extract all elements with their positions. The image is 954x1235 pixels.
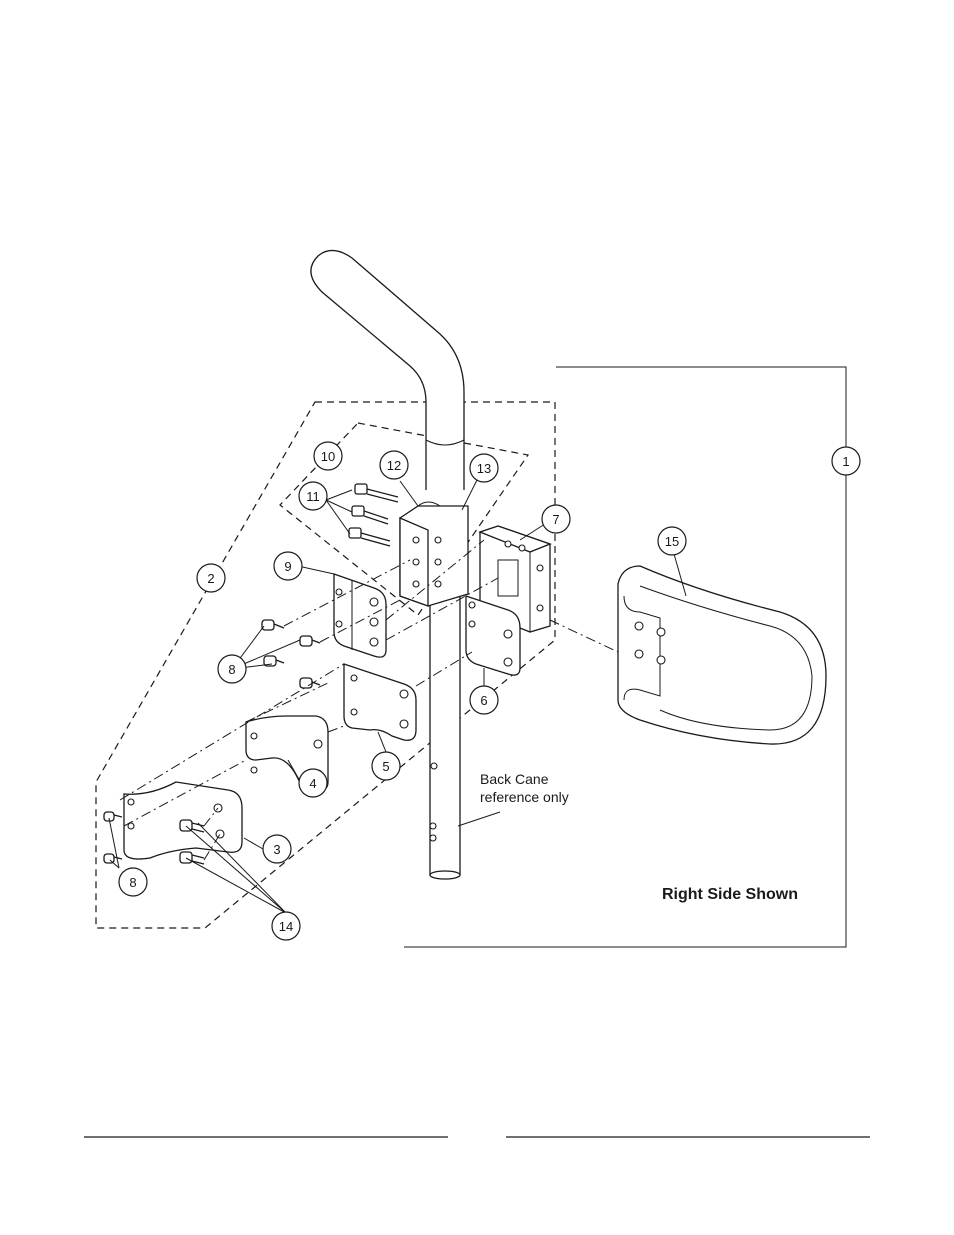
plate-hole	[503, 657, 513, 667]
pad-hole	[656, 627, 666, 637]
plate-hole	[369, 597, 379, 607]
assembly-boundary-10	[279, 422, 530, 616]
callout-7-label: 7	[552, 512, 559, 527]
plate-hole	[215, 829, 225, 839]
callout-8-lower-label: 8	[129, 875, 136, 890]
callout-4: 4	[298, 768, 328, 798]
plate-hole	[250, 732, 258, 740]
cane-hole	[430, 762, 438, 770]
callout-1-label: 1	[842, 454, 849, 469]
plate-hole	[503, 629, 513, 639]
bracket-hole	[536, 564, 544, 572]
callout-7: 7	[541, 504, 571, 534]
callout-1: 1	[831, 446, 861, 476]
plate-hole	[350, 708, 358, 716]
clamp-hole	[412, 580, 420, 588]
arm-pad-15	[617, 565, 827, 745]
bracket-7	[478, 525, 552, 633]
back-cane-tube	[310, 249, 465, 880]
callout-11: 11	[298, 481, 328, 511]
callout-12: 12	[379, 450, 409, 480]
callout-9: 9	[273, 551, 303, 581]
pad-hole	[634, 621, 644, 631]
callout-2-label: 2	[207, 571, 214, 586]
side-label: Right Side Shown	[662, 886, 798, 903]
plate-hole	[335, 588, 343, 596]
callout-15-label: 15	[665, 534, 679, 549]
cane-hole	[429, 834, 437, 842]
callout-5: 5	[371, 751, 401, 781]
callout-8-upper: 8	[217, 654, 247, 684]
plate-5	[343, 663, 417, 741]
callout-6: 6	[469, 685, 499, 715]
bracket-hole	[536, 604, 544, 612]
callout-10: 10	[313, 441, 343, 471]
plate-hole	[250, 766, 258, 774]
callout-14: 14	[271, 911, 301, 941]
callout-4-label: 4	[309, 776, 316, 791]
callout-13: 13	[469, 453, 499, 483]
clamp-hole	[412, 558, 420, 566]
callout-12-label: 12	[387, 458, 401, 473]
assembly-boundary-2	[95, 401, 556, 929]
pad-hole	[656, 655, 666, 665]
screws-8-upper	[261, 619, 321, 689]
plate-hole	[313, 739, 323, 749]
callout-8-lower: 8	[118, 867, 148, 897]
callout-8-upper-label: 8	[228, 662, 235, 677]
alignment-lines	[119, 539, 619, 861]
bracket-hole	[518, 544, 526, 552]
plate-hole	[335, 620, 343, 628]
clamp-block-12-13	[399, 501, 469, 607]
plate-hole	[369, 617, 379, 627]
plate-hole	[350, 674, 358, 682]
cane-hole	[429, 822, 437, 830]
plate-6	[465, 595, 521, 676]
callout-9-label: 9	[284, 559, 291, 574]
clamp-hole	[434, 558, 442, 566]
clamp-hole	[412, 536, 420, 544]
plate-hole	[399, 719, 409, 729]
plate-9	[333, 573, 387, 658]
callout-3: 3	[262, 834, 292, 864]
clamp-hole	[434, 580, 442, 588]
callout-14-label: 14	[279, 919, 293, 934]
back-cane-note-line1: Back Cane	[480, 771, 549, 787]
plate-hole	[127, 798, 135, 806]
bolts-11	[348, 483, 399, 547]
plate-hole	[369, 637, 379, 647]
back-cane-note: Back Cane reference only	[480, 771, 569, 805]
bracket-hole	[504, 540, 512, 548]
callout-6-label: 6	[480, 693, 487, 708]
callout-5-label: 5	[382, 759, 389, 774]
callout-13-label: 13	[477, 461, 491, 476]
callout-10-label: 10	[321, 449, 335, 464]
callout-11-label: 11	[306, 489, 320, 504]
back-cane-note-line2: reference only	[480, 789, 569, 805]
plate-hole	[468, 620, 476, 628]
assembly-bracket-1	[404, 366, 847, 948]
plate-hole	[127, 822, 135, 830]
callout-3-label: 3	[273, 842, 280, 857]
plate-hole	[468, 601, 476, 609]
plate-hole	[399, 689, 409, 699]
clamp-hole	[434, 536, 442, 544]
pad-hole	[634, 649, 644, 659]
callout-2: 2	[196, 563, 226, 593]
callout-15: 15	[657, 526, 687, 556]
